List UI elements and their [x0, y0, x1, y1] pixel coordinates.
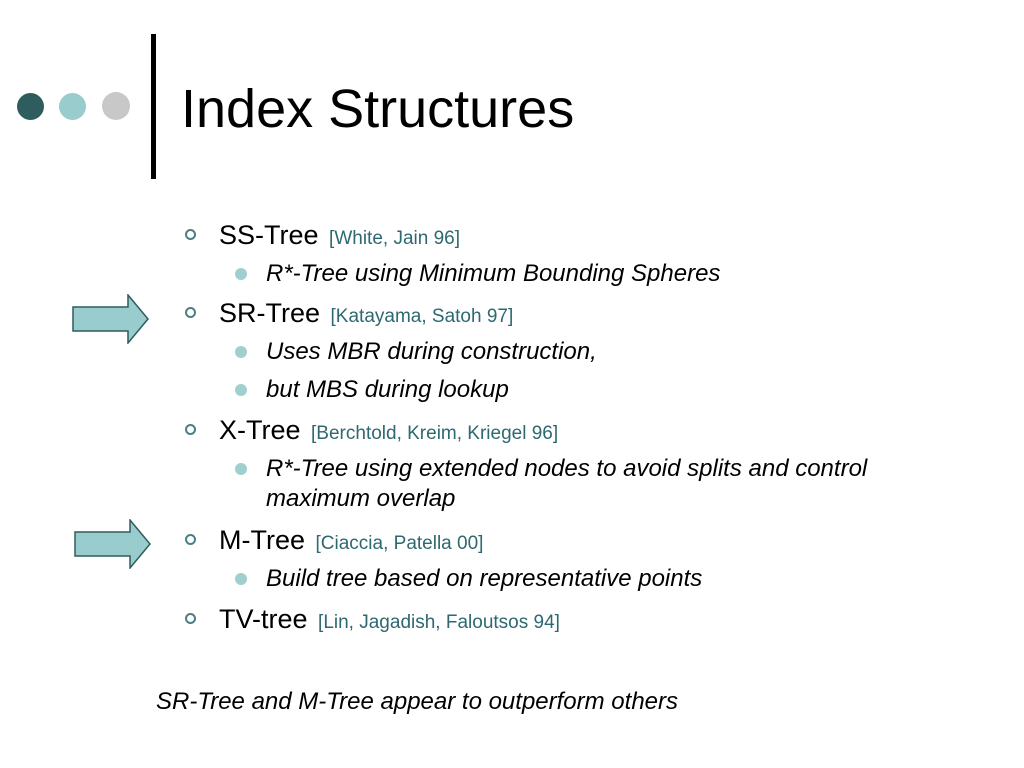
right-arrow-icon — [72, 294, 149, 344]
ring-bullet-icon — [185, 424, 196, 435]
bullet-citation: [Berchtold, Kreim, Kriegel 96] — [311, 423, 559, 444]
sub-bullet-item: but MBS during lookup — [235, 375, 509, 405]
disc-bullet-icon — [235, 384, 247, 396]
sub-bullet-text: Build tree based on representative point… — [266, 565, 703, 592]
decorative-dot-icon — [59, 93, 86, 120]
bullet-item: TV-tree [Lin, Jagadish, Faloutsos 94] — [185, 603, 560, 639]
title-divider — [151, 34, 156, 179]
bullet-citation: [Ciaccia, Patella 00] — [315, 533, 484, 554]
ring-bullet-icon — [185, 534, 196, 545]
sub-bullet-item: R*-Tree using Minimum Bounding Spheres — [235, 259, 721, 289]
disc-bullet-icon — [235, 346, 247, 358]
slide-title: Index Structures — [181, 79, 575, 139]
bullet-citation: [Katayama, Satoh 97] — [330, 306, 514, 327]
sub-bullet-item: Uses MBR during construction, — [235, 337, 597, 367]
bullet-item: X-Tree [Berchtold, Kreim, Kriegel 96] — [185, 414, 559, 450]
bullet-label: X-Tree — [219, 415, 301, 445]
ring-bullet-icon — [185, 613, 196, 624]
bullet-item: SS-Tree [White, Jain 96] — [185, 219, 460, 255]
bullet-label: M-Tree — [219, 525, 305, 555]
bullet-citation: [Lin, Jagadish, Faloutsos 94] — [318, 612, 560, 633]
sub-bullet-item: Build tree based on representative point… — [235, 564, 703, 594]
disc-bullet-icon — [235, 268, 247, 280]
decorative-dot-icon — [17, 93, 44, 120]
sub-bullet-item: R*-Tree using extended nodes to avoid sp… — [235, 454, 916, 514]
right-arrow-icon — [74, 519, 151, 569]
bullet-citation: [White, Jain 96] — [329, 228, 460, 249]
bullet-label: SR-Tree — [219, 298, 321, 328]
sub-bullet-text: R*-Tree using extended nodes to avoid sp… — [266, 455, 868, 512]
bullet-item: SR-Tree [Katayama, Satoh 97] — [185, 297, 514, 333]
sub-bullet-text: Uses MBR during construction, — [266, 338, 597, 365]
conclusion-note: SR-Tree and M-Tree appear to outperform … — [156, 688, 678, 715]
bullet-label: TV-tree — [219, 604, 308, 634]
ring-bullet-icon — [185, 229, 196, 240]
ring-bullet-icon — [185, 307, 196, 318]
bullet-label: SS-Tree — [219, 220, 319, 250]
disc-bullet-icon — [235, 463, 247, 475]
disc-bullet-icon — [235, 573, 247, 585]
decorative-dot-icon — [102, 92, 130, 120]
bullet-item: M-Tree [Ciaccia, Patella 00] — [185, 524, 484, 560]
sub-bullet-text: but MBS during lookup — [266, 376, 509, 403]
sub-bullet-text: R*-Tree using Minimum Bounding Spheres — [266, 260, 721, 287]
